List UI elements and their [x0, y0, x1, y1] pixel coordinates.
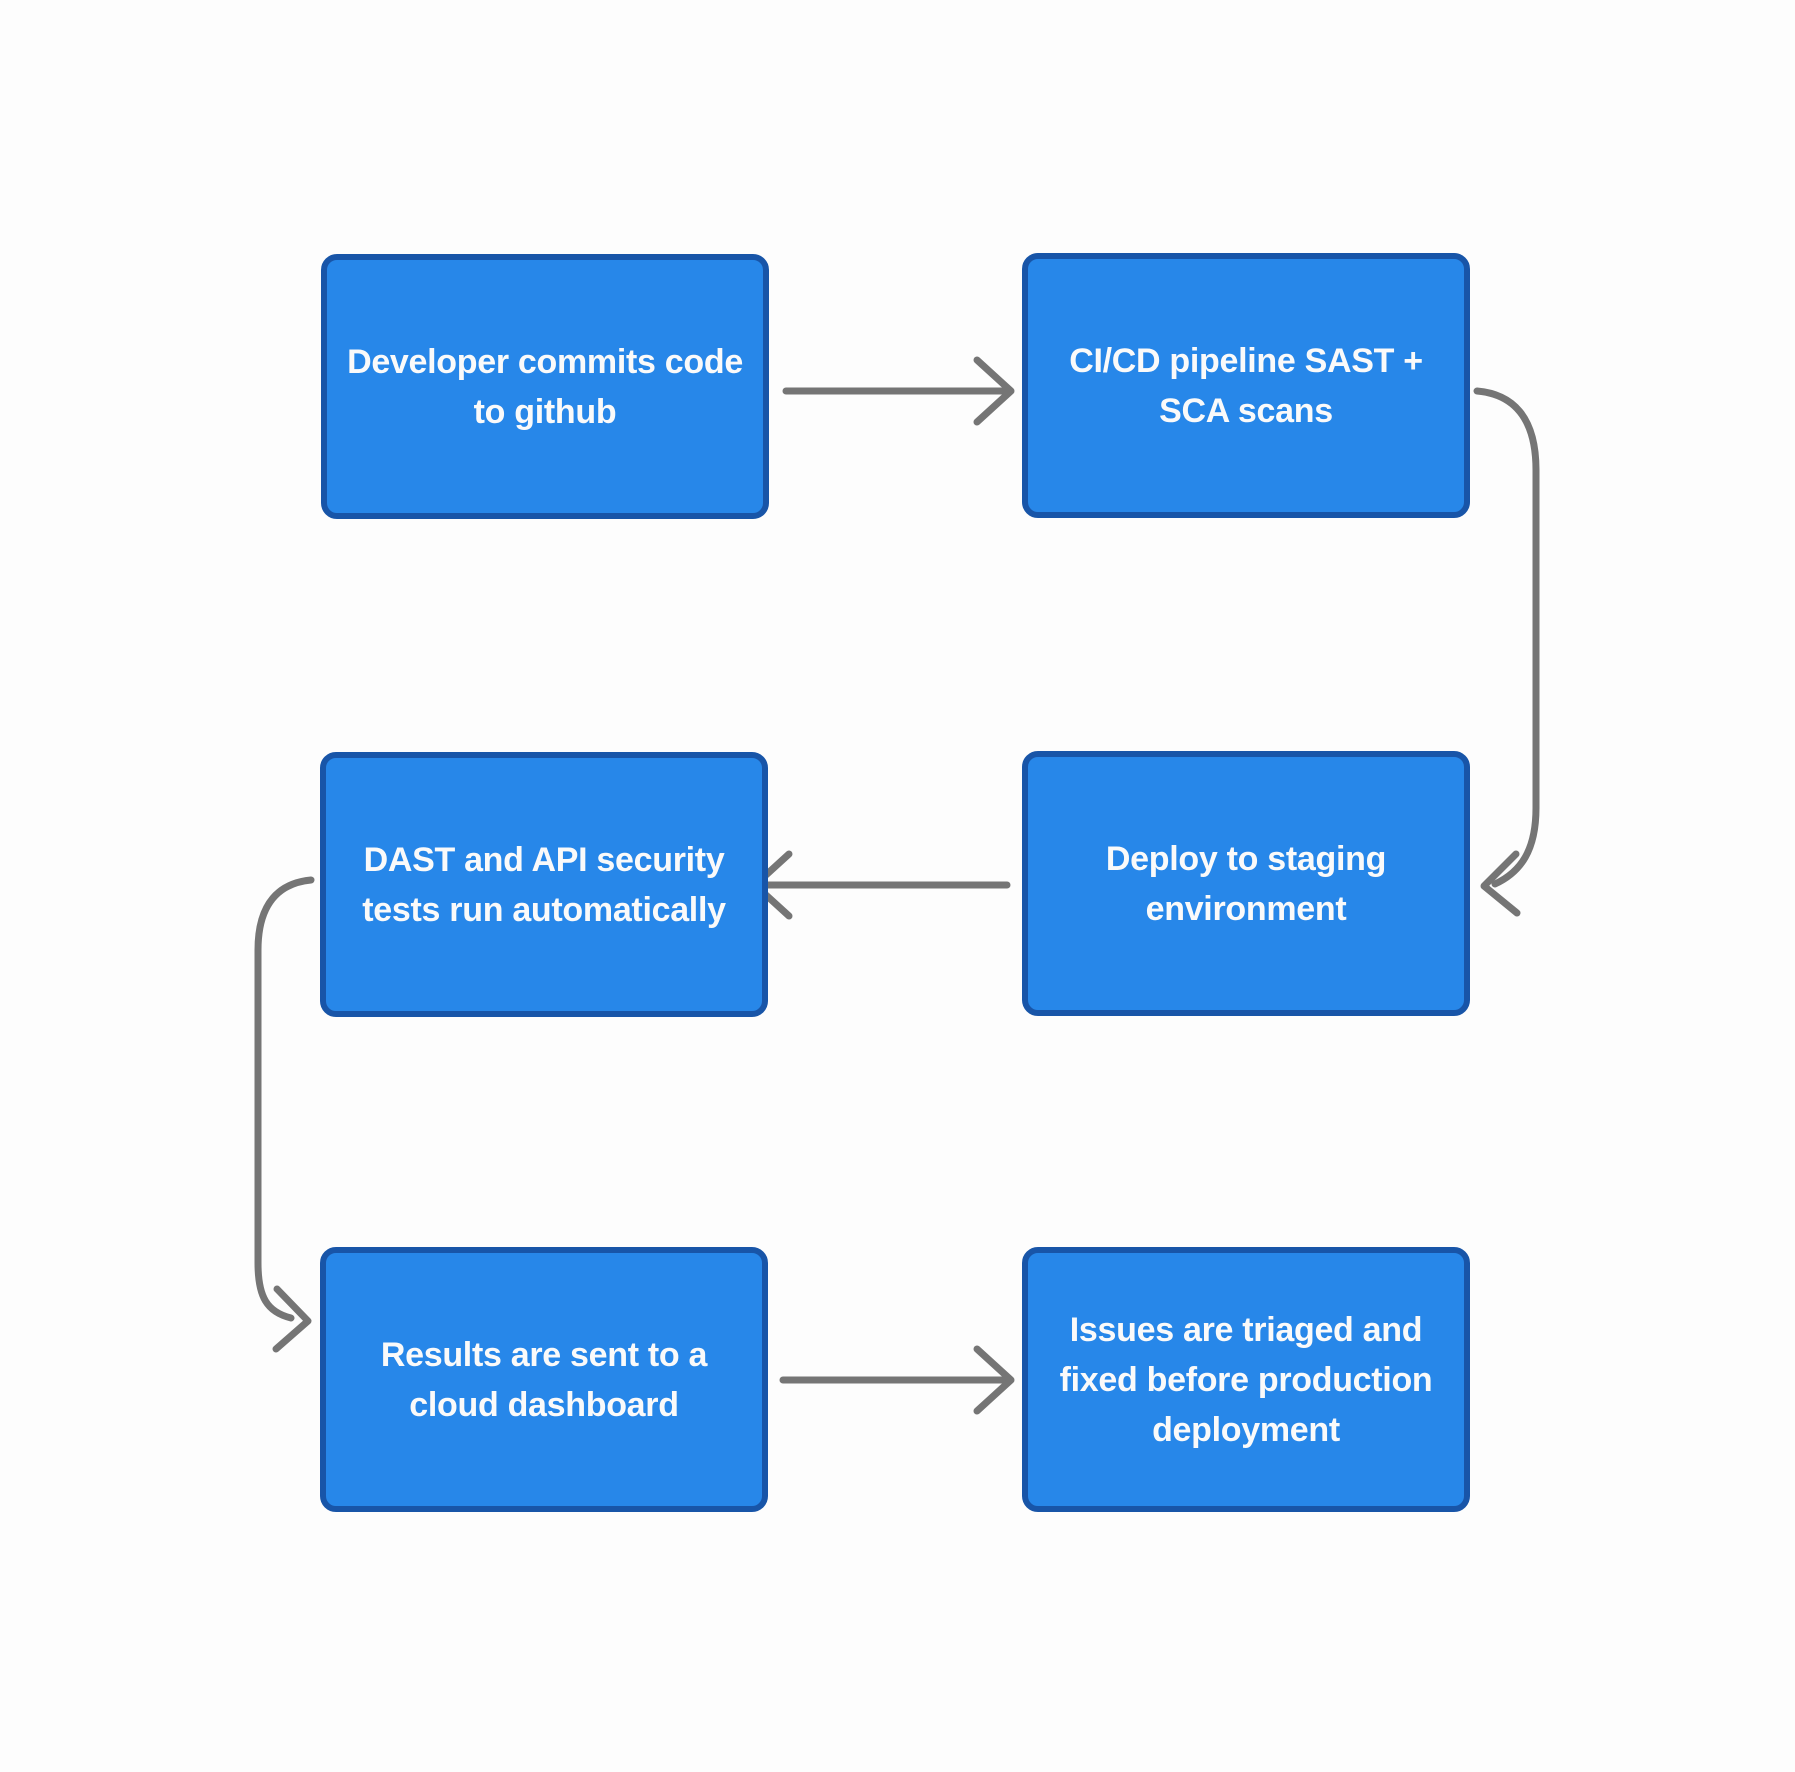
- node-label: CI/CD pipeline SAST + SCA scans: [1069, 341, 1423, 430]
- edge-dast-to-results: [254, 876, 315, 1322]
- node-label: Issues are triaged and fixed before prod…: [1059, 1310, 1433, 1449]
- arrowhead-right-icon: [973, 356, 1015, 426]
- flow-node-deploy-staging: Deploy to staging environment: [1022, 751, 1470, 1016]
- flow-node-cicd-scans: CI/CD pipeline SAST + SCA scans: [1022, 253, 1470, 518]
- node-label: Deploy to staging environment: [1105, 839, 1387, 928]
- flow-node-triage-fix: Issues are triaged and fixed before prod…: [1022, 1247, 1470, 1512]
- flow-node-results-dashboard: Results are sent to a cloud dashboard: [320, 1247, 768, 1512]
- node-label: Results are sent to a cloud dashboard: [380, 1335, 708, 1424]
- node-label: DAST and API security tests run automati…: [362, 840, 726, 929]
- flow-node-developer-commit: Developer commits code to github: [321, 254, 769, 519]
- arrowhead-left-icon: [1480, 850, 1521, 917]
- arrowhead-right-icon: [973, 1345, 1015, 1415]
- edge-scans-to-staging: [1473, 387, 1540, 888]
- arrowhead-down-right-icon: [272, 1285, 312, 1353]
- flow-node-dast-api-tests: DAST and API security tests run automati…: [320, 752, 768, 1017]
- node-label: Developer commits code to github: [347, 342, 743, 431]
